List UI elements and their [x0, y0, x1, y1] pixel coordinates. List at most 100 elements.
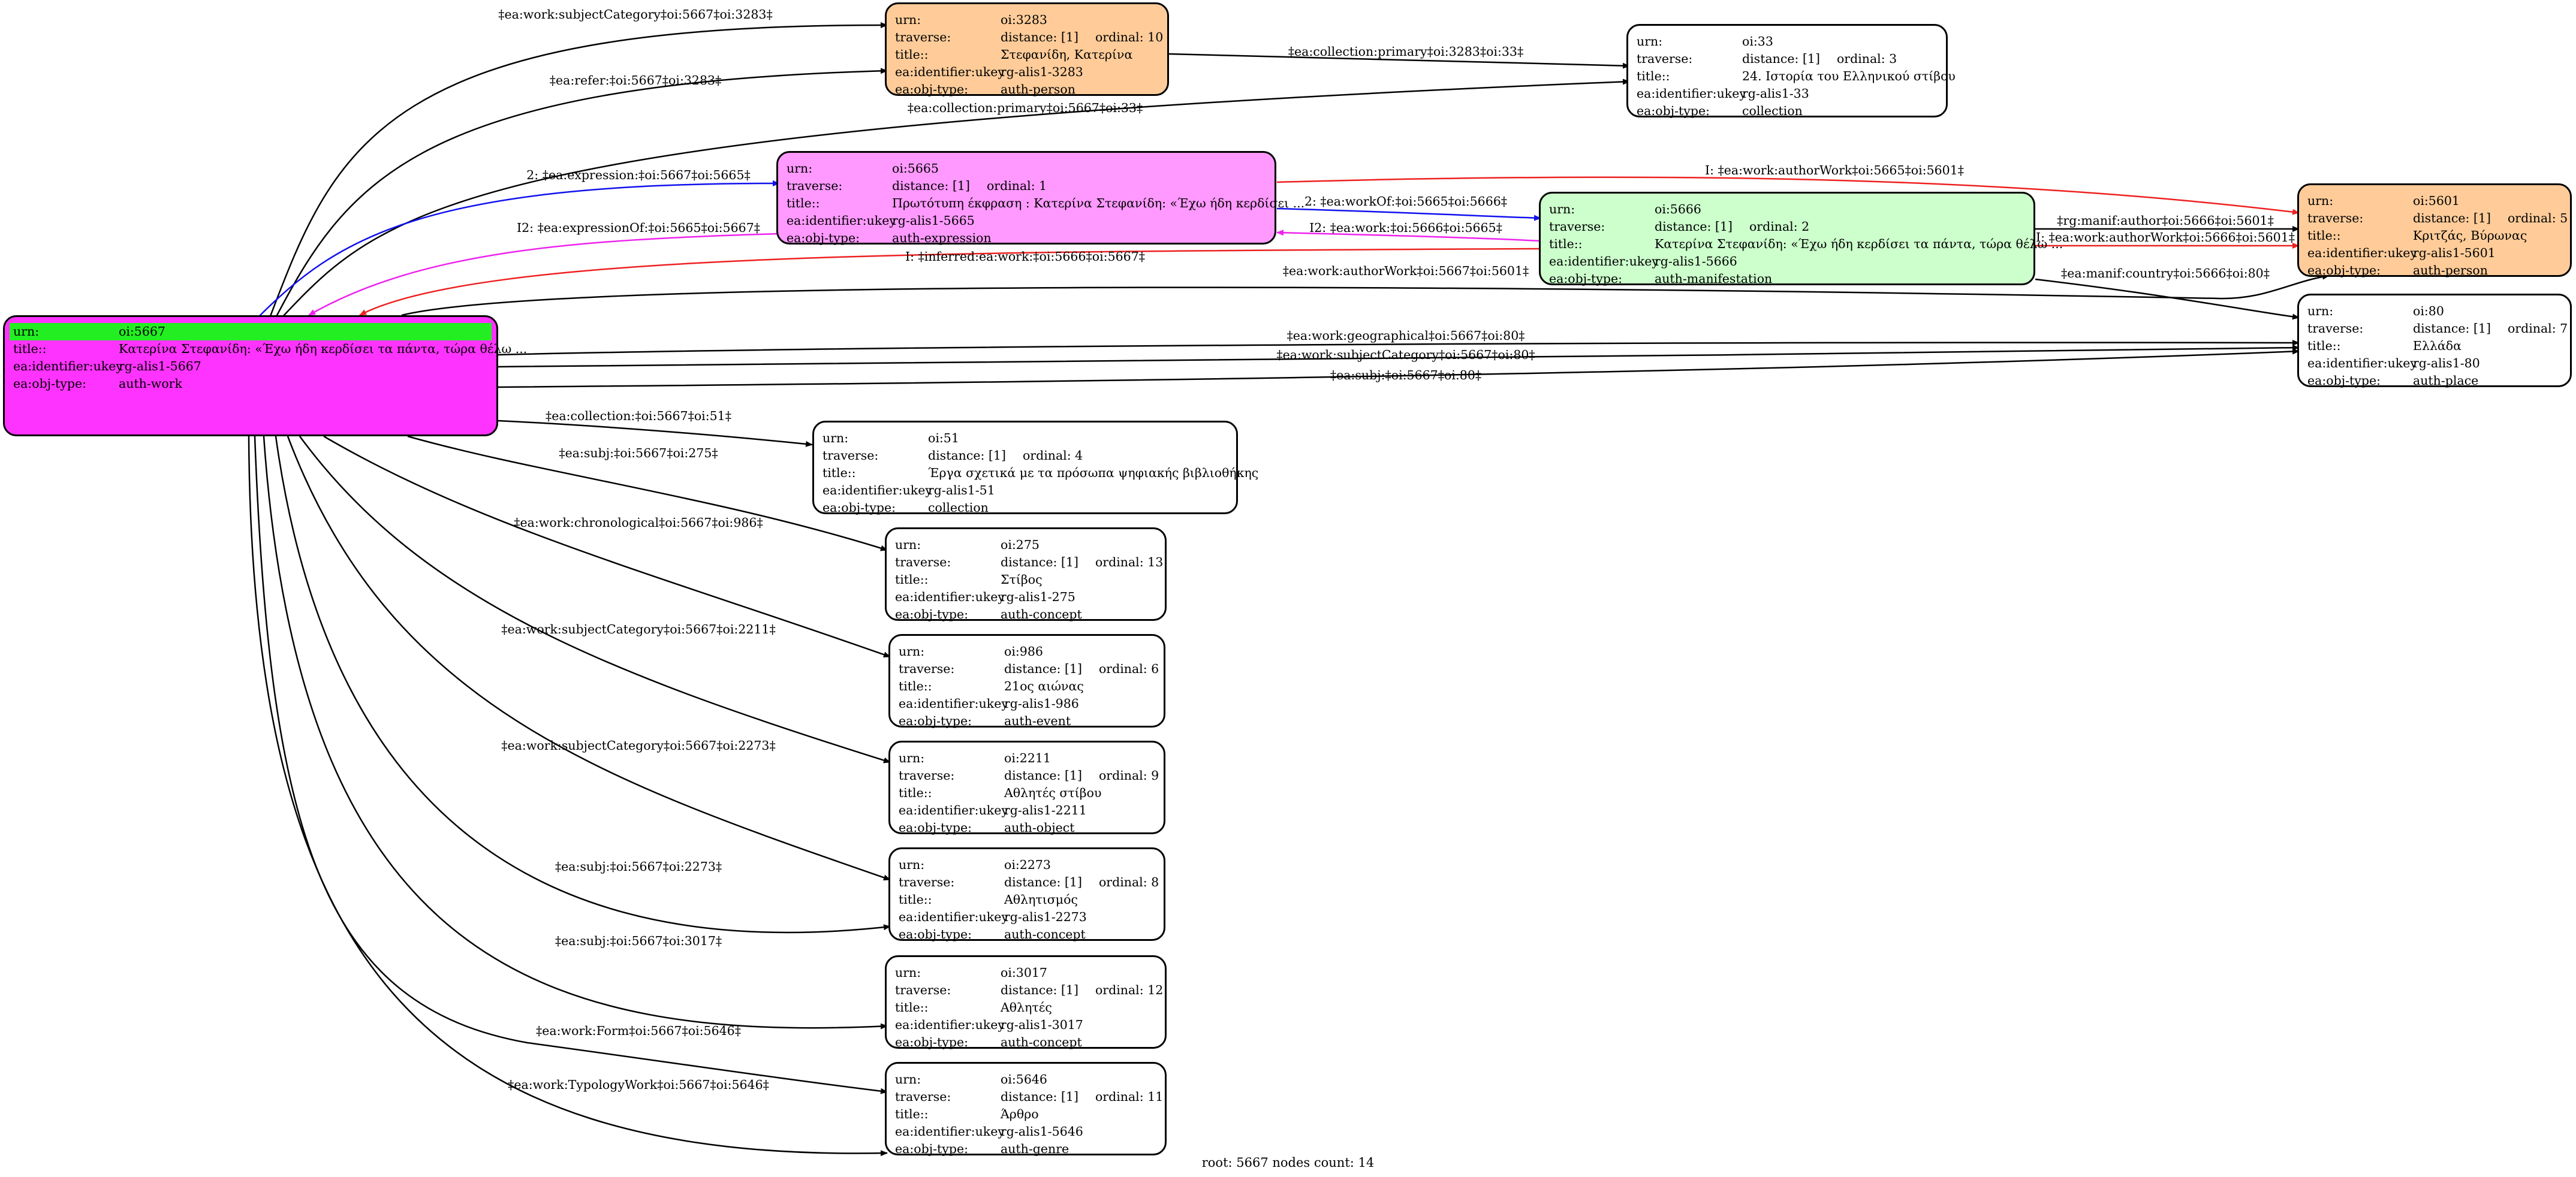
- edge-e19[interactable]: [407, 435, 888, 551]
- field-value: oi:5666: [1655, 201, 2025, 218]
- field-value-text: Κατερίνα Στεφανίδη: «Έχω ήδη κερδίσει τα…: [119, 342, 528, 356]
- node-field-row: traverse:distance: [1]ordinal: 12: [895, 982, 1163, 999]
- node-field-row: traverse:distance: [1]ordinal: 4: [822, 447, 1228, 464]
- field-key: title::: [822, 466, 856, 480]
- field-ordinal: ordinal: 13: [1095, 555, 1164, 569]
- field-key: title::: [899, 679, 932, 693]
- node-field-row: urn:oi:5667: [10, 323, 492, 340]
- field-value: auth-concept: [1001, 1034, 1156, 1051]
- field-key: traverse:: [895, 30, 951, 44]
- edge-e18[interactable]: [497, 420, 813, 447]
- field-key: urn:: [895, 13, 921, 27]
- edge-e21[interactable]: [299, 436, 891, 763]
- edge-e17[interactable]: [497, 348, 2300, 388]
- edge-e22[interactable]: [287, 436, 891, 881]
- node-field-row: urn: oi:2273: [899, 856, 1155, 874]
- field-value-text: oi:51: [928, 431, 959, 445]
- field-value: oi:80: [2413, 303, 2562, 320]
- field-value: distance: [1]ordinal: 13: [1001, 554, 1163, 571]
- node-field-row: traverse:distance: [1]ordinal: 7: [2307, 320, 2568, 337]
- node-field-row: urn:oi:33: [1637, 33, 1938, 50]
- field-value-text: 24. Ιστορία του Ελληνικού στίβου: [1742, 69, 1956, 83]
- field-value-text: auth-concept: [1001, 607, 1082, 621]
- node-field-row: traverse:distance: [1]ordinal: 8: [899, 874, 1159, 891]
- field-value-text: oi:2211: [1004, 751, 1051, 765]
- node-field-row: ea:obj-type:auth-object: [899, 819, 1155, 837]
- node-field-row: urn:oi:5601: [2307, 192, 2562, 210]
- edge-e25[interactable]: [254, 436, 888, 1094]
- edge-e2[interactable]: [275, 68, 888, 318]
- field-value-text: rg-alis1-80: [2413, 356, 2480, 370]
- field-key: title::: [2307, 339, 2341, 353]
- node-oi-2273[interactable]: urn: oi:2273 traverse:distance: [1]ordinal…: [888, 847, 1165, 941]
- field-key: ea:obj-type:: [895, 607, 968, 621]
- node-field-row: ea:obj-type: auth-concept: [895, 606, 1156, 623]
- field-value-text: auth-event: [1004, 714, 1071, 728]
- field-ordinal: ordinal: 6: [1098, 662, 1159, 676]
- field-value: collection: [1742, 102, 1938, 120]
- edge-e13[interactable]: [2035, 278, 2300, 320]
- field-value: rg-alis1-5667: [119, 358, 488, 375]
- field-value-text: rg-alis1-5646: [1001, 1124, 1083, 1139]
- node-field-row: title::Αθλητές: [895, 999, 1156, 1016]
- node-field-row: ea:obj-type:auth-place: [2307, 372, 2562, 390]
- edge-e4[interactable]: [1168, 53, 1630, 69]
- field-value-text: oi:5667: [119, 324, 165, 339]
- field-key: ea:obj-type:: [2307, 373, 2381, 388]
- field-key: urn:: [787, 161, 813, 176]
- edge-e16[interactable]: [497, 345, 2300, 368]
- edge-e6[interactable]: [308, 233, 780, 316]
- edge-e26[interactable]: [248, 436, 888, 1157]
- field-key: urn:: [2307, 194, 2334, 208]
- node-field-row: title::Πρωτότυπη έκφραση : Κατερίνα Στεφ…: [787, 195, 1304, 212]
- edge-e8[interactable]: [1276, 207, 1541, 221]
- edge-e24[interactable]: [263, 436, 888, 1030]
- field-value-text: oi:2273: [1004, 858, 1051, 872]
- node-field-row: urn:oi:5666: [1549, 201, 2025, 218]
- edge-label: ‡rg:manif:author‡oi:5666‡oi:5601‡: [2057, 213, 2274, 228]
- edge-e10[interactable]: [359, 248, 1541, 316]
- field-value-text: distance: [1]: [2413, 211, 2491, 225]
- field-value-text: distance: [1]: [1004, 875, 1082, 889]
- field-value: rg-alis1-2211: [1004, 802, 1155, 819]
- field-key: ea:identifier:ukey: [899, 803, 1008, 817]
- edge-e15[interactable]: [497, 339, 2300, 356]
- node-field-row: urn:oi:275: [895, 536, 1156, 554]
- edge-e20[interactable]: [323, 435, 891, 658]
- edge-e23[interactable]: [275, 436, 891, 934]
- field-key: ea:identifier:ukey: [895, 1018, 1005, 1032]
- edge-e9[interactable]: [1276, 230, 1541, 242]
- edge-e3[interactable]: [281, 79, 1630, 318]
- edge-label: ‡ea:collection:‡oi:5667‡oi:51‡: [546, 409, 731, 423]
- field-value-text: oi:275: [1001, 538, 1040, 552]
- field-value: distance: [1]ordinal: 9: [1004, 767, 1159, 784]
- field-value: rg-alis1-5646: [1001, 1123, 1156, 1140]
- field-value: rg-alis1-986: [1004, 695, 1155, 713]
- edge-e14[interactable]: [401, 273, 2330, 316]
- node-field-row: ea:obj-type:auth-person: [895, 81, 1159, 98]
- field-value-text: rg-alis1-5667: [119, 359, 201, 373]
- edge-e5[interactable]: [257, 180, 780, 318]
- edge-e7[interactable]: [1276, 176, 2300, 215]
- field-key: traverse:: [822, 448, 879, 463]
- field-key: ea:identifier:ukey: [899, 696, 1008, 711]
- edge-e1[interactable]: [269, 22, 888, 318]
- field-key: ea:obj-type:: [899, 927, 972, 941]
- edge-label: ‡ea:work:chronological‡oi:5667‡oi:986‡: [514, 515, 763, 530]
- field-key: urn:: [899, 858, 925, 872]
- node-field-row: ea:obj-type:auth-event: [899, 713, 1155, 730]
